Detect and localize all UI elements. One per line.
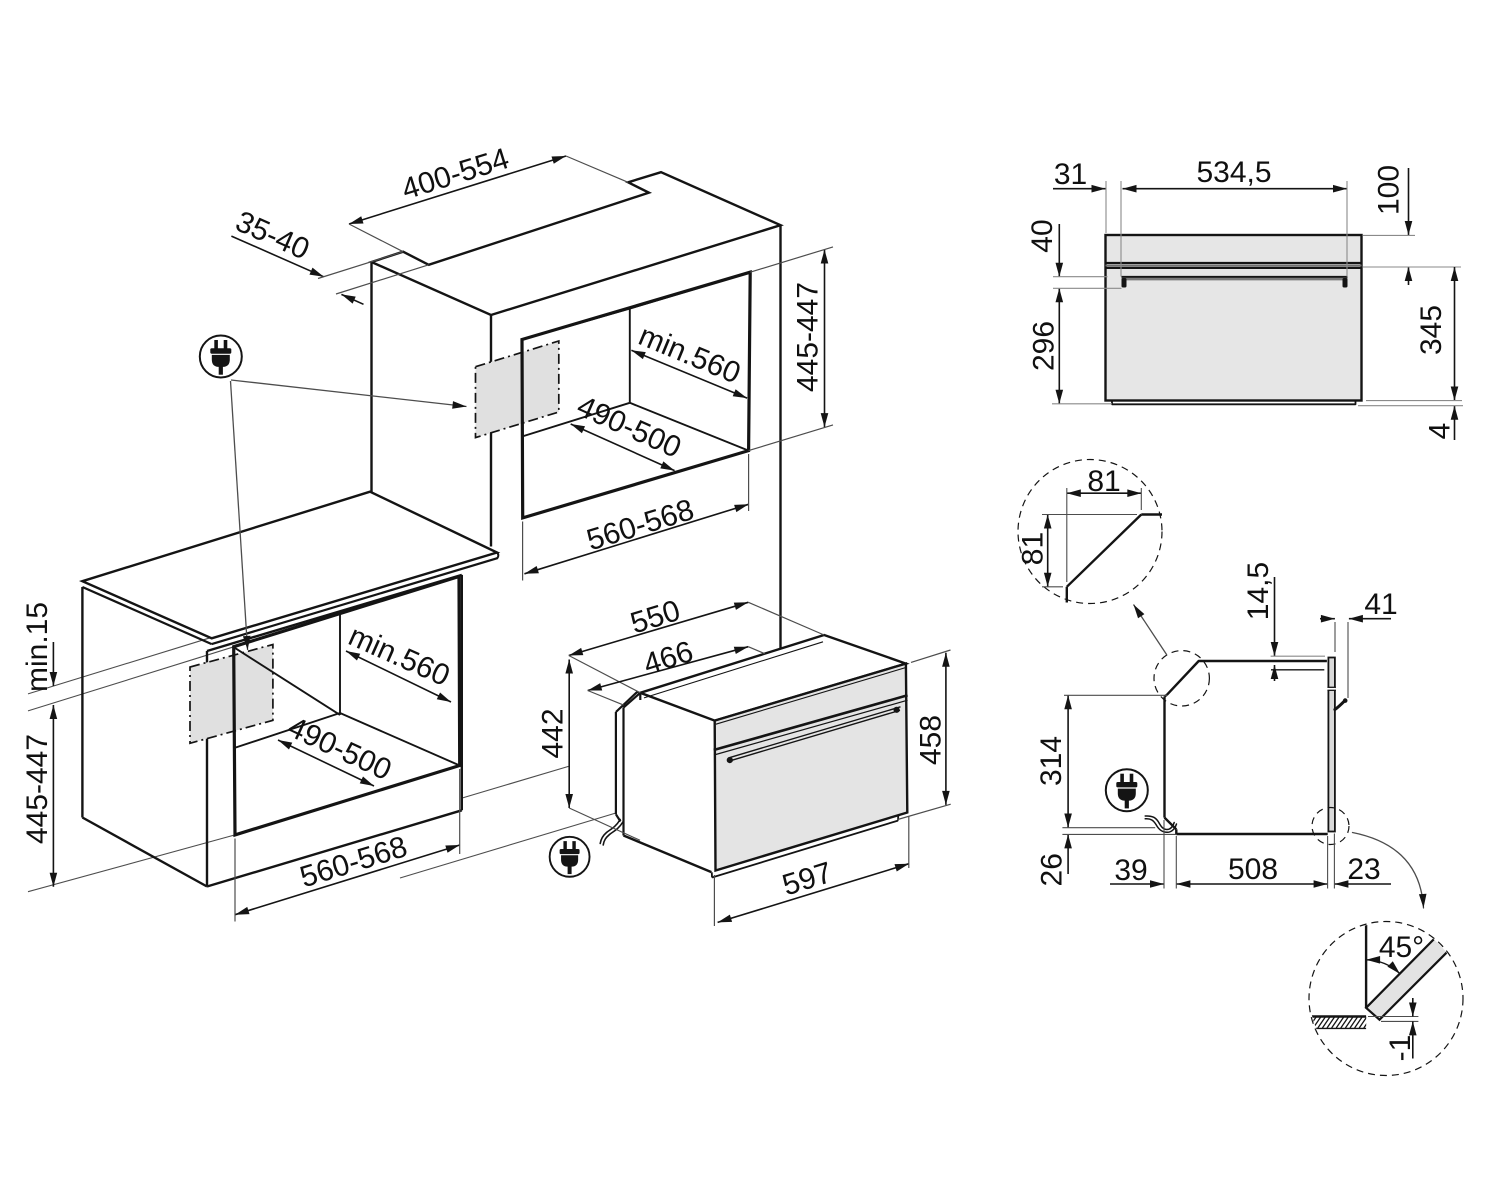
svg-text:81: 81 xyxy=(1016,532,1049,565)
svg-text:40: 40 xyxy=(1026,219,1059,252)
svg-text:445-447: 445-447 xyxy=(791,282,824,392)
svg-text:41: 41 xyxy=(1364,588,1397,621)
svg-text:14,5: 14,5 xyxy=(1242,562,1275,620)
svg-text:min.15: min.15 xyxy=(21,602,54,692)
svg-text:4: 4 xyxy=(1423,423,1456,440)
svg-text:296: 296 xyxy=(1027,321,1060,371)
svg-text:100: 100 xyxy=(1372,165,1405,215)
svg-text:26: 26 xyxy=(1035,853,1068,886)
svg-text:314: 314 xyxy=(1035,736,1068,786)
svg-text:458: 458 xyxy=(914,715,947,765)
svg-text:39: 39 xyxy=(1114,854,1147,887)
svg-text:23: 23 xyxy=(1347,853,1380,886)
svg-text:534,5: 534,5 xyxy=(1196,156,1271,189)
svg-text:-1: -1 xyxy=(1384,1035,1417,1062)
svg-text:445-447: 445-447 xyxy=(21,734,54,844)
svg-text:45°: 45° xyxy=(1379,931,1424,964)
svg-text:81: 81 xyxy=(1087,465,1120,498)
svg-text:345: 345 xyxy=(1415,305,1448,355)
svg-text:442: 442 xyxy=(536,708,569,758)
svg-text:508: 508 xyxy=(1228,853,1278,886)
svg-text:31: 31 xyxy=(1054,158,1087,191)
